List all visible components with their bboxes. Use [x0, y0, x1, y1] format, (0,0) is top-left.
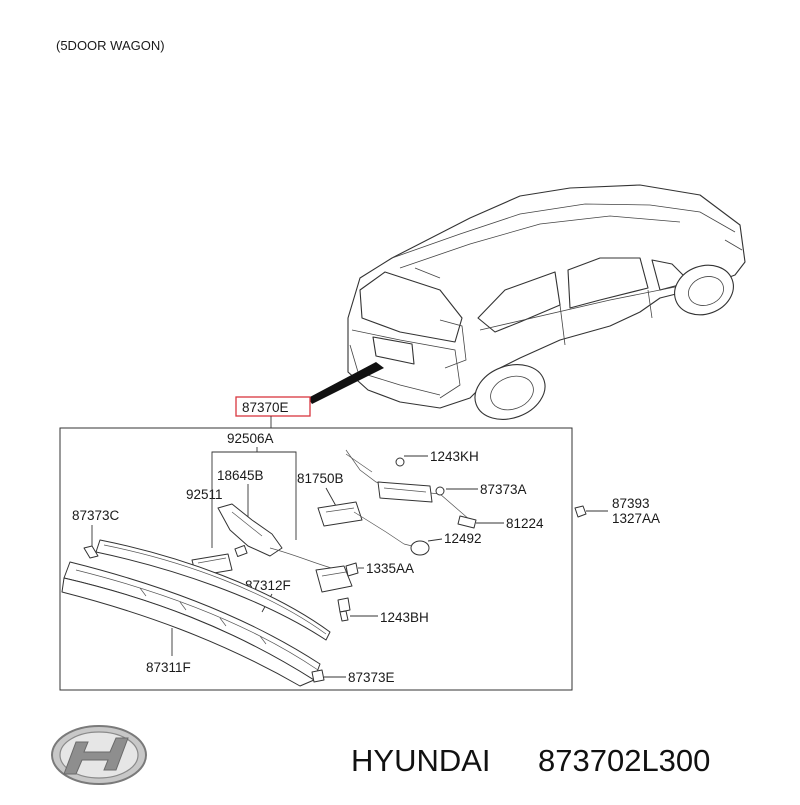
leader-81750B: [325, 487, 337, 507]
clip-87393: [574, 505, 587, 518]
label-87373E: 87373E: [348, 670, 395, 685]
label-87373A: 87373A: [480, 482, 527, 497]
car-illustration: [347, 184, 746, 420]
assembly-part-number: 87370E: [242, 400, 289, 415]
leader-12492: [427, 538, 443, 542]
rear-garnish-87311F: [61, 561, 321, 687]
license-lamp-left: [191, 503, 283, 577]
leader-92506A: [211, 451, 297, 540]
oem-part-number: 873702L300: [538, 743, 710, 778]
label-92506A: 92506A: [227, 431, 274, 446]
inner-molding-87312F: [95, 539, 331, 641]
hyundai-logo: [51, 725, 147, 785]
variant-label: (5DOOR WAGON): [56, 38, 165, 53]
pointer-arrow: [308, 362, 384, 404]
label-81750B: 81750B: [297, 471, 344, 486]
label-1335AA: 1335AA: [366, 561, 414, 576]
label-12492: 12492: [444, 531, 482, 546]
license-lamp-right: [315, 501, 363, 593]
label-1243BH: 1243BH: [380, 610, 429, 625]
clip-87373E: [311, 669, 325, 683]
label-92511: 92511: [186, 487, 223, 502]
clip-87373C: [83, 545, 99, 559]
label-87393: 87393: [612, 496, 650, 511]
screw-1243BH: [337, 597, 351, 622]
screw-1335AA: [345, 562, 359, 577]
assembly-highlight-box: [235, 396, 311, 417]
label-18645B: 18645B: [217, 468, 264, 483]
trunk-switch-assembly: [345, 449, 477, 556]
brand-name: HYUNDAI: [351, 743, 491, 778]
assembly-frame: [59, 427, 573, 691]
label-87373C: 87373C: [72, 508, 120, 523]
label-1327AA: 1327AA: [612, 511, 660, 526]
label-1243KH: 1243KH: [430, 449, 479, 464]
label-87311F: 87311F: [146, 660, 191, 675]
label-81224: 81224: [506, 516, 544, 531]
